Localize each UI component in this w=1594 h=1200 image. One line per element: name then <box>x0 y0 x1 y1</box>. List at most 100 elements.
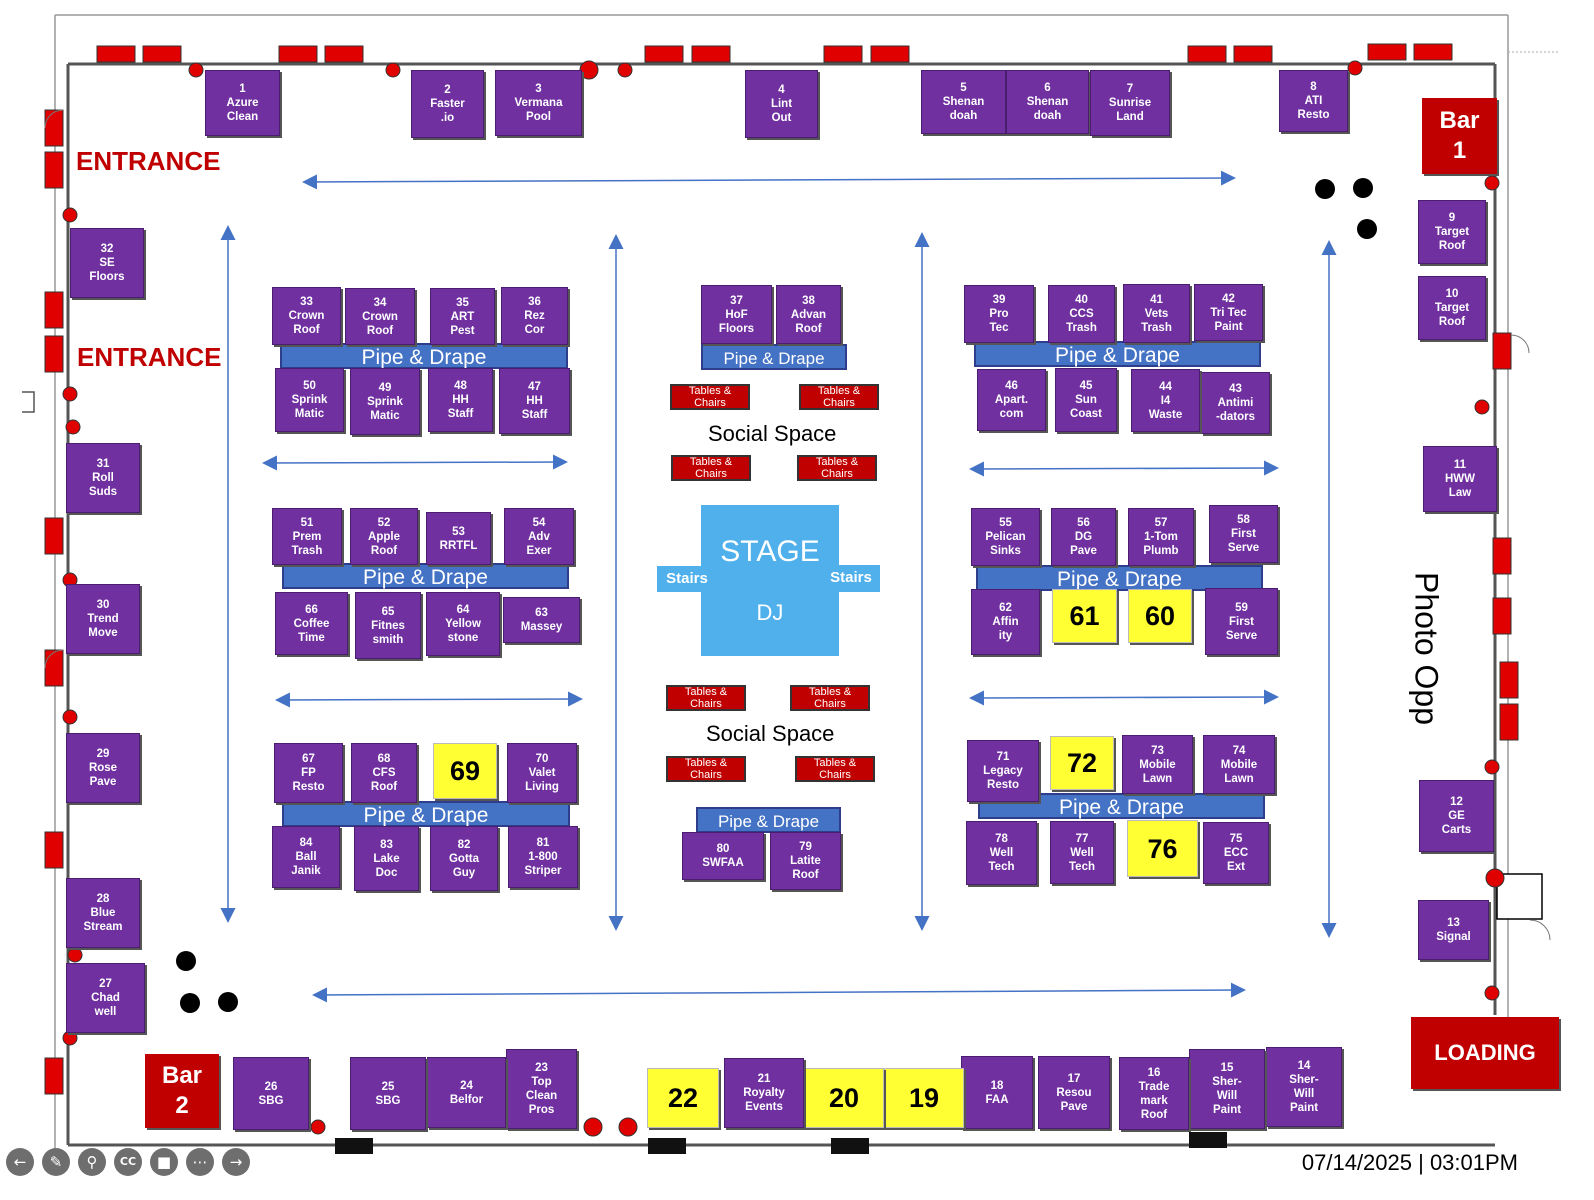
captions-icon[interactable]: CC <box>114 1148 142 1176</box>
search-icon[interactable]: ⚲ <box>78 1148 106 1176</box>
tables-chairs-2: Tables & Chairs <box>799 384 879 410</box>
tables-chairs-7: Tables & Chairs <box>666 756 746 782</box>
marker-dot-11 <box>62 709 78 725</box>
booth-6: 6 Shenan doah <box>1006 70 1089 134</box>
tables-chairs-5: Tables & Chairs <box>666 685 746 711</box>
column-5 <box>180 993 200 1013</box>
loading-area: LOADING <box>1411 1017 1559 1089</box>
booth-74: 74 Mobile Lawn <box>1203 735 1275 794</box>
marker-dot-7 <box>62 207 78 223</box>
window-4 <box>324 45 364 63</box>
booth-79: 79 Latite Roof <box>770 832 841 890</box>
marker-dot-17 <box>583 1117 603 1137</box>
column-2 <box>1353 178 1373 198</box>
column-3 <box>1357 219 1377 239</box>
booth-45: 45 Sun Coast <box>1055 368 1117 432</box>
dj-label: DJ <box>756 600 784 625</box>
booth-57: 57 1-Tom Plumb <box>1128 508 1194 566</box>
door-swing-3 <box>1510 334 1530 354</box>
booth-66: 66 Coffee Time <box>275 592 348 655</box>
window-9 <box>1187 45 1227 63</box>
window-12 <box>1413 43 1453 61</box>
booth-10: 10 Target Roof <box>1418 276 1486 340</box>
booth-77: 77 Well Tech <box>1050 821 1114 884</box>
booth-78: 78 Well Tech <box>966 821 1037 885</box>
marker-dot-14 <box>1474 399 1490 415</box>
window-3 <box>278 45 318 63</box>
booth-58: 58 First Serve <box>1209 505 1278 563</box>
window-22 <box>1492 537 1512 575</box>
marker-dot-1 <box>188 62 204 78</box>
window-14 <box>44 151 64 189</box>
pipe-drape-4: Pipe & Drape <box>282 563 569 589</box>
booth-48: 48 HH Staff <box>428 368 493 432</box>
forward-icon[interactable]: → <box>222 1148 250 1176</box>
tables-chairs-4: Tables & Chairs <box>797 455 877 481</box>
booth-68: 68 CFS Roof <box>351 743 417 803</box>
booth-81: 81 1-800 Striper <box>508 826 578 888</box>
marker-dot-6 <box>1484 175 1500 191</box>
booth-71: 71 Legacy Resto <box>967 740 1039 802</box>
window-11 <box>1367 43 1407 61</box>
booth-18: 18 FAA <box>961 1056 1033 1129</box>
booth-60: 60 <box>1128 589 1192 643</box>
booth-24: 24 Belfor <box>427 1057 506 1128</box>
booth-83: 83 Lake Doc <box>354 826 419 891</box>
booth-53: 53 RRTFL <box>426 512 491 565</box>
back-icon[interactable]: ← <box>6 1148 34 1176</box>
pen-icon[interactable]: ✎ <box>42 1148 70 1176</box>
window-25 <box>1499 703 1519 741</box>
booth-52: 52 Apple Roof <box>350 508 418 565</box>
window-19 <box>44 831 64 869</box>
booth-62: 62 Affin ity <box>971 589 1040 655</box>
booth-25: 25 SBG <box>350 1057 426 1130</box>
booth-7: 7 Sunrise Land <box>1090 70 1170 136</box>
booth-39: 39 Pro Tec <box>964 285 1034 343</box>
photo-opp-label: Photo Opp <box>1408 572 1445 725</box>
booth-2: 2 Faster .io <box>411 70 484 138</box>
booth-26: 26 SBG <box>233 1057 309 1130</box>
booth-35: 35 ART Pest <box>430 288 495 345</box>
pipe-drape-7: Pipe & Drape <box>696 807 841 833</box>
booth-55: 55 Pelican Sinks <box>971 508 1040 566</box>
marker-dot-8 <box>62 386 78 402</box>
booth-51: 51 Prem Trash <box>272 508 342 565</box>
camera-icon[interactable]: ■ <box>150 1148 178 1176</box>
door-marker-3 <box>831 1138 869 1154</box>
more-icon[interactable]: ⋯ <box>186 1148 214 1176</box>
booth-8: 8 ATI Resto <box>1279 70 1348 132</box>
booth-75: 75 ECC Ext <box>1203 822 1269 884</box>
booth-21: 21 Royalty Events <box>724 1058 804 1128</box>
booth-49: 49 Sprink Matic <box>350 368 420 435</box>
social-space-label-2: Social Space <box>706 721 835 746</box>
pipe-drape-8: Pipe & Drape <box>978 793 1265 819</box>
booth-37: 37 HoF Floors <box>701 285 772 344</box>
marker-dot-2 <box>385 62 401 78</box>
booth-63: 63 Massey <box>503 597 580 643</box>
door-marker-1 <box>335 1138 373 1154</box>
booth-5: 5 Shenan doah <box>921 70 1006 134</box>
tables-chairs-6: Tables & Chairs <box>790 685 870 711</box>
timestamp: 07/14/2025 | 03:01PM <box>1301 1150 1518 1175</box>
entrance-label-1: ENTRANCE <box>76 146 221 176</box>
window-18 <box>44 649 64 687</box>
booth-73: 73 Mobile Lawn <box>1122 735 1193 794</box>
booth-27: 27 Chad well <box>66 963 145 1033</box>
booth-47: 47 HH Staff <box>499 368 570 434</box>
column-4 <box>176 951 196 971</box>
booth-33: 33 Crown Roof <box>272 287 341 345</box>
booth-4: 4 Lint Out <box>745 70 818 138</box>
booth-23: 23 Top Clean Pros <box>506 1049 577 1129</box>
tables-chairs-1: Tables & Chairs <box>670 384 750 410</box>
window-24 <box>1499 661 1519 699</box>
marker-dot-18 <box>618 1117 638 1137</box>
booth-61: 61 <box>1052 589 1117 643</box>
booth-69: 69 <box>433 743 497 799</box>
booth-1: 1 Azure Clean <box>205 70 280 136</box>
aisle-arrow-3 <box>275 691 583 708</box>
social-space-label-1: Social Space <box>708 421 837 446</box>
booth-16: 16 Trade mark Roof <box>1119 1057 1189 1130</box>
bar-2: Bar 2 <box>145 1054 219 1128</box>
viewer-toolbar: ← ✎ ⚲ CC ■ ⋯ → <box>6 1148 250 1176</box>
booth-41: 41 Vets Trash <box>1123 284 1190 343</box>
